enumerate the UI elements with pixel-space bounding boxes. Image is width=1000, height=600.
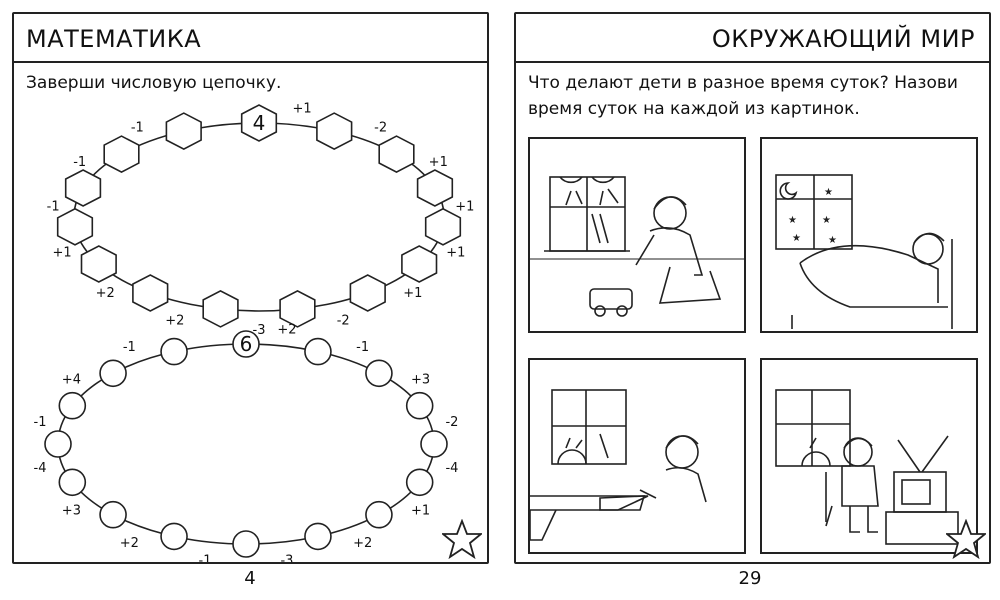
operation-label: -1 (73, 155, 86, 170)
operation-label: -1 (34, 415, 47, 430)
operation-label: +4 (62, 372, 81, 387)
answer-hexagon (56, 207, 94, 246)
operation-label: +2 (120, 536, 139, 551)
operation-label: +1 (429, 155, 448, 170)
start-hexagon (240, 104, 278, 142)
picture-morning-play (528, 137, 746, 333)
answer-circle (405, 391, 434, 420)
answer-hexagon (64, 169, 102, 207)
answer-circle (365, 500, 393, 529)
answer-circle (44, 430, 72, 458)
operation-label: +2 (277, 322, 296, 337)
svg-text:★: ★ (828, 235, 837, 246)
math-header: МАТЕМАТИКА (14, 14, 487, 63)
star-icon (442, 519, 482, 559)
operation-label: -4 (34, 461, 47, 476)
operation-label: +1 (446, 246, 465, 261)
operation-label: -1 (123, 340, 136, 355)
task-text: Заверши числовую цепочку. (26, 73, 282, 93)
page-title: МАТЕМАТИКА (26, 25, 202, 53)
answer-circle (365, 359, 393, 388)
operation-label: +2 (353, 536, 372, 551)
svg-text:★: ★ (792, 233, 801, 244)
answer-circle (58, 468, 87, 497)
operation-label: +1 (455, 199, 474, 214)
answer-circle (58, 391, 87, 420)
answer-circle (304, 522, 332, 551)
operation-label: -4 (445, 461, 458, 476)
answer-circle (420, 430, 448, 458)
math-page: МАТЕМАТИКА Заверши числовую цепочку. 4 +… (12, 12, 489, 564)
page-number: 4 (244, 568, 256, 589)
picture-evening-tv (760, 358, 978, 554)
operation-label: -2 (337, 313, 350, 328)
answer-hexagon (401, 245, 438, 283)
picture-night-sleep: ★ ★ ★ ★ ★ (760, 137, 978, 333)
page-number: 29 (738, 568, 762, 589)
answer-circle (160, 337, 188, 366)
picture-day-drawing (528, 358, 746, 554)
answer-hexagon (316, 112, 353, 151)
circle-chain: 6 +2 -1 +3 -2 -4 +1 +2 -3 -1 +2 +3 -4 -1 +4 -1 (34, 322, 459, 562)
answer-hexagon (349, 274, 386, 312)
operation-label: +2 (96, 286, 115, 301)
answer-hexagon (202, 289, 239, 328)
operation-label: -3 (280, 554, 293, 562)
operation-label: +3 (411, 372, 430, 387)
page-title: ОКРУЖАЮЩИЙ МИР (711, 25, 975, 53)
world-header: ОКРУЖАЮЩИЙ МИР (516, 14, 989, 63)
answer-circle (99, 500, 127, 529)
answer-hexagon (80, 245, 117, 283)
answer-hexagon (424, 207, 462, 246)
operation-label: -1 (356, 340, 369, 355)
operation-label: -1 (47, 199, 60, 214)
world-page: ОКРУЖАЮЩИЙ МИР Что делают дети в разное … (514, 12, 991, 564)
operation-label: -1 (199, 554, 212, 562)
answer-hexagon (132, 274, 169, 312)
answer-hexagon (416, 169, 454, 207)
operation-label: +1 (403, 286, 422, 301)
operation-label: +1 (53, 246, 72, 261)
hexagon-chain: 4 +1-2+1+1+1+1-2-3+2+2+1-1-1-1 (47, 101, 475, 338)
operation-label: -2 (445, 415, 458, 430)
task-text: Что делают дети в разное время суток? На… (528, 73, 958, 119)
operation-label: +1 (411, 504, 430, 519)
start-value: 6 (240, 332, 253, 356)
answer-circle (99, 359, 127, 388)
operation-label: +2 (165, 313, 184, 328)
answer-circle (304, 337, 332, 366)
answer-circle (160, 522, 188, 551)
answer-hexagon (103, 135, 140, 174)
svg-text:★: ★ (822, 215, 831, 226)
answer-circle (405, 468, 434, 497)
operation-label: +3 (62, 504, 81, 519)
operation-label: +1 (292, 101, 311, 116)
answer-hexagon (165, 112, 202, 151)
svg-text:★: ★ (788, 215, 797, 226)
answer-hexagon (279, 289, 316, 328)
start-value: 4 (253, 111, 266, 135)
star-icon (946, 519, 986, 559)
operation-label: -1 (131, 120, 144, 135)
start-circle (232, 330, 260, 358)
answer-hexagon (378, 135, 415, 174)
answer-circle (232, 530, 260, 558)
operation-label: -2 (374, 120, 387, 135)
svg-text:★: ★ (824, 187, 833, 198)
